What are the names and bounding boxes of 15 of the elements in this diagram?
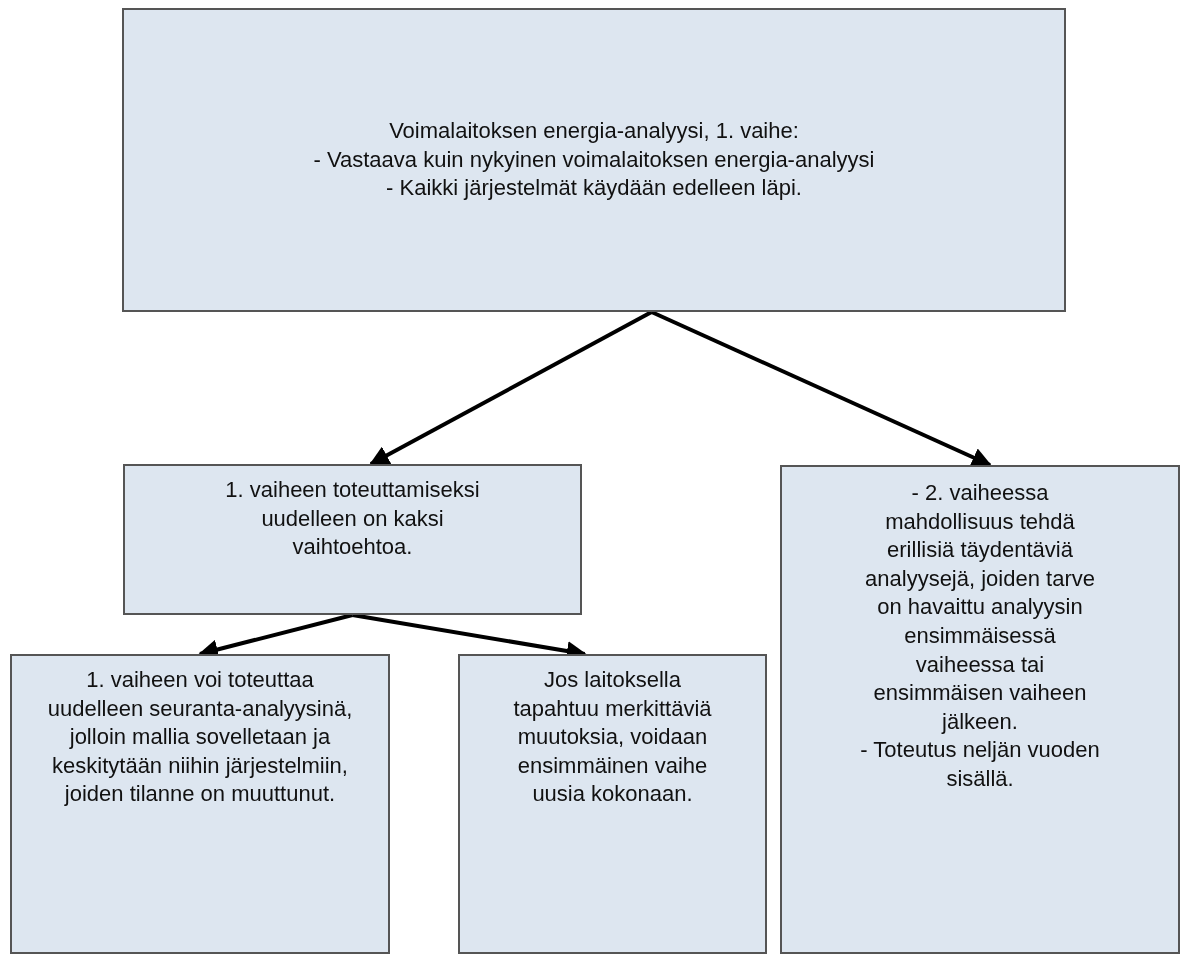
box-text: - Toteutus neljän vuoden sisällä. [859, 736, 1101, 793]
box-text: Voimalaitoksen energia-analyysi, 1. vaihe: [389, 117, 799, 146]
text-box [780, 465, 1180, 954]
box-text: Jos laitoksella tapahtuu merkittäviä muutoksia, voidaan ensimmäinen vaihe uusia kokonaan. [512, 666, 713, 809]
box-text: 1. vaiheen voi toteuttaa uudelleen seuranta-analyysinä, jolloin mallia sovelletaan ja keskitytään niihin järjestelmiin, joiden tilanne on muuttunut. [46, 666, 354, 809]
arrow [369, 310, 653, 466]
box-text: - Kaikki järjestelmät käydään edelleen läpi. [386, 174, 802, 203]
box-text: - Vastaava kuin nykyinen voimalaitoksen energia-analyysi [313, 145, 875, 174]
text-box [122, 8, 1066, 312]
arrow [650, 310, 992, 467]
box-text: 1. vaiheen toteuttamiseksi uudelleen on kaksi vaihtoehtoa. [224, 476, 481, 562]
text-box [123, 464, 582, 615]
text-box [458, 654, 767, 954]
box-text: - 2. vaiheessa mahdollisuus tehdä erillisiä täydentäviä analyysejä, joiden tarve on havaittu analyysin ensimmäisessä vaiheessa tai ensimmäisen vaiheen jälkeen. [864, 479, 1096, 736]
text-box [10, 654, 390, 954]
